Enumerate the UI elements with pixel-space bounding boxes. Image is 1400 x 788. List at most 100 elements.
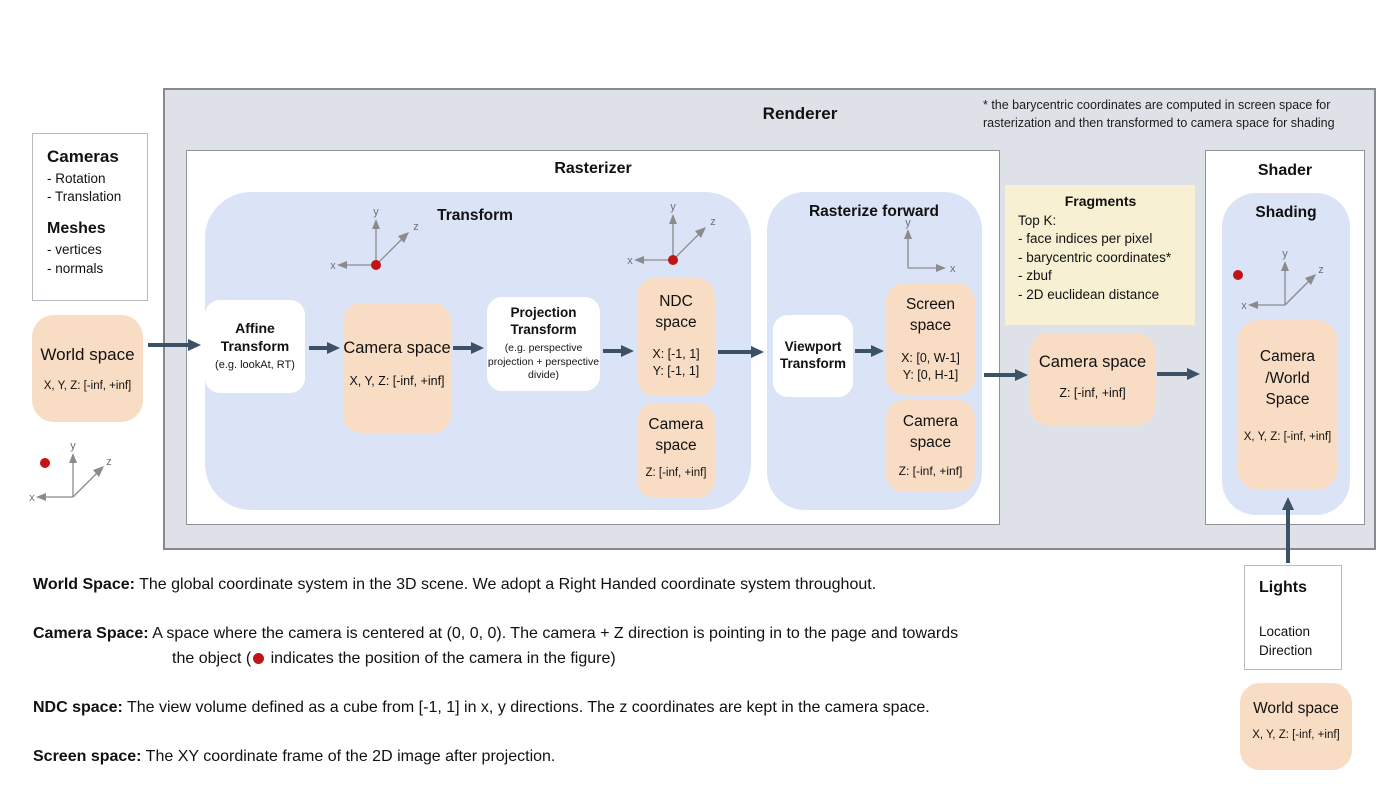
definition-text-continued: indicates the position of the camera in … (266, 650, 616, 667)
fragments-box: Fragments Top K: - face indices per pixe… (1005, 185, 1195, 325)
spacer (1259, 600, 1331, 622)
arrow-viewport-to-screen (855, 345, 884, 357)
definition-label: Camera Space: (33, 625, 149, 642)
barycentric-footnote: * the barycentric coordinates are comput… (983, 97, 1358, 133)
definition-screen-space: Screen space: The XY coordinate frame of… (33, 744, 1143, 769)
definition-ndc-space: NDC space: The view volume defined as a … (33, 695, 1143, 720)
definition-world-space: World Space: The global coordinate syste… (33, 572, 1143, 597)
transform-title: Transform (437, 207, 513, 224)
camera-space-box-transform: Camera space X, Y, Z: [-inf, +inf] (343, 303, 451, 433)
definition-camera-space: Camera Space: A space where the camera i… (33, 621, 1143, 671)
footnote-line1: * the barycentric coordinates are comput… (983, 98, 1331, 112)
projection-transform-box: Projection Transform (e.g. perspective p… (487, 297, 600, 391)
arrow-cameraspace-to-projection (453, 342, 484, 354)
fragments-line: Top K: (1018, 213, 1057, 228)
fragments-line: - barycentric coordinates* (1018, 249, 1172, 265)
affine-transform-box: Affine Transform (e.g. lookAt, RT) (205, 300, 305, 393)
camera-world-line1: Camera (1259, 348, 1316, 365)
screen-space-label: Screen space (905, 296, 956, 334)
world-space-box-lights: World space X, Y, Z: [-inf, +inf] (1240, 683, 1352, 770)
axes-2d-icon-screen: y x (904, 218, 956, 275)
fragments-title: Fragments (1064, 193, 1137, 209)
camera-space-label: Camera space (1038, 353, 1147, 371)
world-space-box-left: World space X, Y, Z: [-inf, +inf] (32, 315, 143, 422)
world-space-range: X, Y, Z: [-inf, +inf] (1252, 729, 1340, 741)
camera-space-range: Z: [-inf, +inf] (1059, 386, 1126, 400)
shading-title: Shading (1255, 204, 1317, 221)
rasterizer-title: Rasterizer (554, 160, 632, 177)
ndc-space-label: NDC space (655, 293, 697, 331)
camera-space-z-range: Z: [-inf, +inf] (898, 463, 963, 478)
meshes-title: Meshes (47, 220, 106, 238)
camera-position-dot (668, 255, 678, 265)
camera-world-range: X, Y, Z: [-inf, +inf] (1243, 431, 1332, 444)
lights-box: Lights Location Direction (1244, 565, 1342, 670)
camera-world-line3: Space (1265, 391, 1310, 409)
camera-position-dot (371, 260, 381, 270)
arrow-worldspace-to-affine (148, 339, 201, 351)
arrow-rasterizer-to-cameraspace (984, 369, 1028, 381)
shader-title: Shader (1257, 162, 1313, 179)
ndc-space-box: NDC space X: [-1, 1] Y: [-1, 1] (637, 278, 715, 396)
definition-label: World Space: (33, 576, 135, 593)
camera-world-space-box: Camera /World Space X, Y, Z: [-inf, +inf… (1237, 320, 1338, 490)
arrow-cameraspace-to-shader (1157, 368, 1200, 380)
cameras-item: - Translation (47, 189, 122, 205)
projection-transform-label: Projection Transform (510, 305, 577, 338)
screen-y-range: Y: [0, H-1] (902, 368, 959, 383)
meshes-item: - vertices (47, 242, 102, 258)
ndc-x-range: X: [-1, 1] (652, 346, 700, 361)
x-axis-label: x (330, 260, 336, 272)
camera-space-range: X, Y, Z: [-inf, +inf] (349, 374, 445, 388)
definition-label: Screen space: (33, 748, 142, 765)
z-axis-label: z (1318, 264, 1324, 276)
camera-space-box-mid: Camera space Z: [-inf, +inf] (1030, 333, 1155, 425)
axes-3d-icon-transform: y x z (330, 206, 419, 272)
axes-3d-icon-shading: y x z (1233, 248, 1324, 312)
affine-transform-label: Affine Transform (220, 320, 290, 354)
x-axis-label: x (1241, 300, 1247, 312)
cameras-title: Cameras (47, 147, 119, 166)
definition-label: NDC space: (33, 699, 123, 716)
arrow-projection-to-ndc (603, 345, 634, 357)
definition-text: The XY coordinate frame of the 2D image … (141, 748, 556, 765)
world-space-label: World space (1253, 700, 1339, 717)
lights-item: Direction (1259, 643, 1313, 659)
camera-world-line2: /World (1265, 369, 1310, 387)
camera-space-label: Camera space (902, 413, 959, 451)
y-axis-label: y (373, 206, 379, 218)
camera-space-z-range: Z: [-inf, +inf] (645, 466, 707, 479)
viewport-transform-label: Viewport Transform (779, 339, 847, 371)
screen-x-range: X: [0, W-1] (901, 350, 960, 365)
lights-item: Location (1259, 624, 1311, 639)
affine-transform-subtitle: (e.g. lookAt, RT) (215, 359, 295, 372)
world-space-range: X, Y, Z: [-inf, +inf] (43, 380, 132, 392)
definition-text: The global coordinate system in the 3D s… (134, 576, 877, 593)
x-axis-label: x (29, 492, 35, 504)
definition-text-continued: the object ( (172, 650, 252, 667)
definition-text: A space where the camera is centered at … (148, 625, 959, 642)
camera-position-dot (253, 653, 265, 664)
fragments-line: - 2D euclidean distance (1018, 286, 1160, 302)
footnote-line2: rasterization and then transformed to ca… (983, 115, 1335, 130)
lights-title: Lights (1259, 579, 1307, 596)
cameras-meshes-box: Cameras - Rotation - Translation Meshes … (32, 133, 148, 301)
z-axis-label: z (106, 456, 112, 468)
arrow-ndc-to-viewport (718, 346, 764, 358)
y-axis-label: y (70, 440, 76, 452)
definition-text: The view volume defined as a cube from [… (122, 699, 930, 716)
x-axis-label: x (627, 255, 633, 267)
fragments-line: - face indices per pixel (1018, 231, 1153, 247)
x-axis-label: x (950, 263, 956, 275)
camera-space-z-box-transform: Camera space Z: [-inf, +inf] (637, 403, 715, 498)
z-axis-label: z (413, 221, 419, 233)
viewport-transform-box: Viewport Transform (773, 315, 853, 397)
world-space-label: World space (40, 345, 135, 364)
y-axis-label: y (670, 201, 676, 213)
arrow-lights-to-shading (1282, 497, 1294, 563)
cameras-item: - Rotation (47, 171, 106, 186)
axes-3d-icon-ndc: y x z (627, 201, 716, 267)
fragments-line: - zbuf (1018, 268, 1052, 284)
ndc-y-range: Y: [-1, 1] (652, 364, 700, 379)
